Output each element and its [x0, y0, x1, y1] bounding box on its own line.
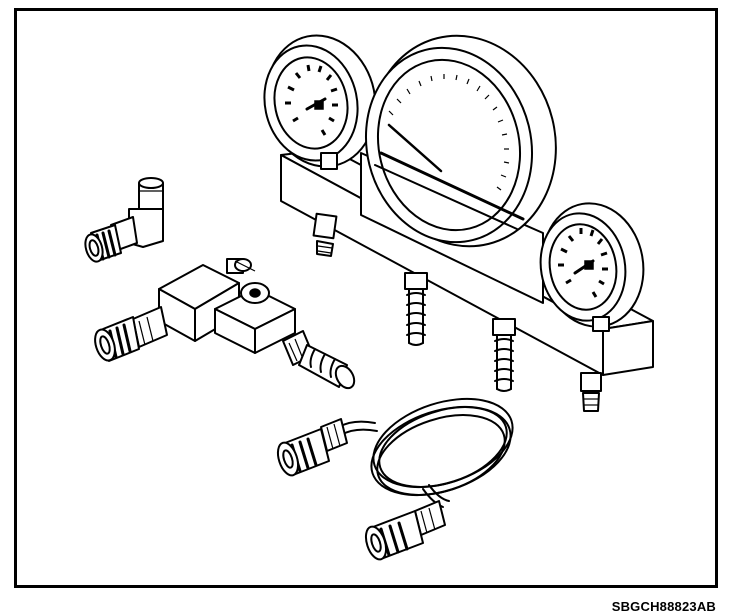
tee-valve-adapter [94, 258, 356, 390]
figure-reference-code: SBGCH88823AB [611, 599, 716, 614]
manifold-fitting-right [580, 372, 602, 412]
right-pressure-gauge [539, 202, 645, 332]
manifold-barb-2 [492, 318, 516, 392]
manifold-barb-1 [404, 272, 428, 346]
elbow-quick-connect [84, 224, 122, 263]
center-large-gauge [360, 34, 557, 304]
left-pressure-gauge [263, 34, 377, 170]
tee-quick-connect [94, 316, 140, 362]
fuel-pressure-gauge-set-illustration [84, 34, 654, 561]
coiled-hose [276, 397, 514, 561]
hose-quick-connect-lower [364, 500, 446, 561]
center-gauge-ticks [388, 74, 510, 191]
manifold-fitting-left [312, 212, 338, 257]
figure-frame [14, 8, 718, 588]
hose-quick-connect-upper [276, 418, 348, 477]
elbow-adapter [84, 177, 164, 263]
